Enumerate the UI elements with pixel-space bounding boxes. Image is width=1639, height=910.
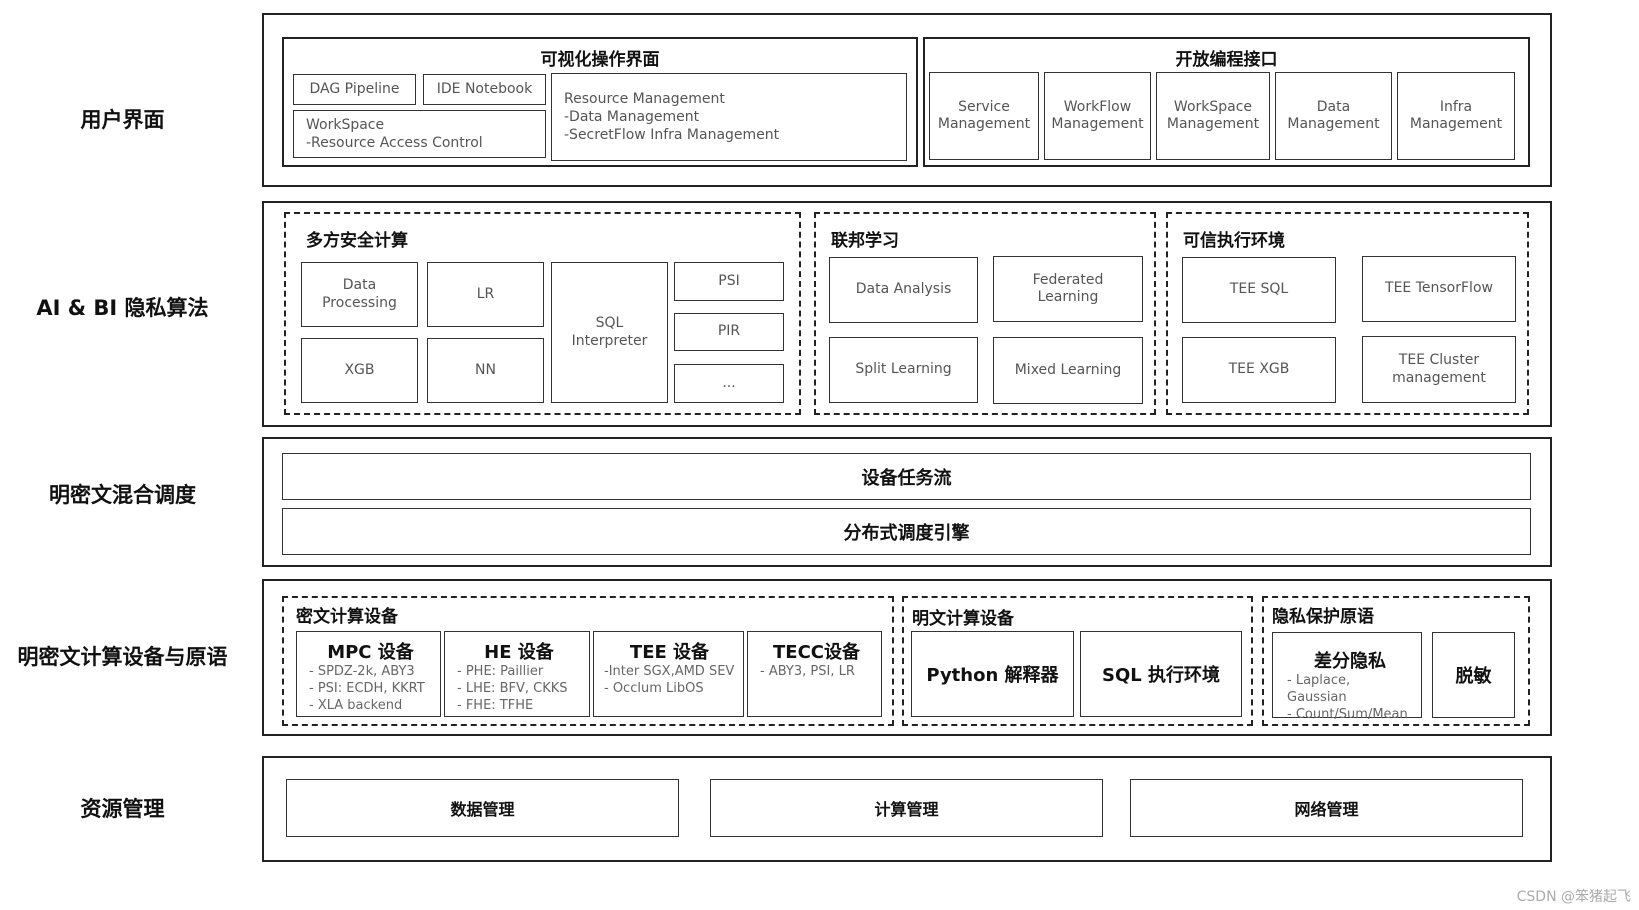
mpc-title: 多方安全计算 xyxy=(306,231,408,251)
tecc-device-lines: - ABY3, PSI, LR xyxy=(760,664,855,679)
data-management-box: Data Management xyxy=(1275,72,1392,160)
workflow-management-box: WorkFlow Management xyxy=(1044,72,1151,160)
network-management-bar: 网络管理 xyxy=(1130,779,1523,837)
plain-device-title: 明文计算设备 xyxy=(912,609,1014,629)
he-device-lines: - PHE: Paillier - LHE: BFV, CKKS - FHE: … xyxy=(457,664,568,713)
tee-xgb-box: TEE XGB xyxy=(1182,337,1336,403)
python-interpreter-box: Python 解释器 xyxy=(911,631,1074,717)
data-management-bar: 数据管理 xyxy=(286,779,679,837)
dag-pipeline-box: DAG Pipeline xyxy=(293,74,416,105)
tee-sql-box: TEE SQL xyxy=(1182,257,1336,323)
mpc-device-lines: - SPDZ-2k, ABY3 - PSI: ECDH, KKRT - XLA … xyxy=(309,664,425,713)
split-learning-box: Split Learning xyxy=(829,337,978,403)
scheduler-engine-bar: 分布式调度引擎 xyxy=(282,508,1531,555)
federated-group: 联邦学习 xyxy=(814,212,1156,415)
service-management-box: Service Management xyxy=(929,72,1039,160)
open-api-panel: 开放编程接口 xyxy=(923,37,1530,167)
more-box: ... xyxy=(674,364,784,403)
data-analysis-box: Data Analysis xyxy=(829,257,978,323)
visual-ui-panel: 可视化操作界面 xyxy=(282,37,918,167)
tee-device-lines: -Inter SGX,AMD SEV - Occlum LibOS xyxy=(604,664,735,696)
cipher-device-group: 密文计算设备 xyxy=(282,596,894,726)
mpc-group: 多方安全计算 xyxy=(284,212,801,415)
ui-layer-frame xyxy=(262,13,1552,187)
tee-tensorflow-box: TEE TensorFlow xyxy=(1362,256,1516,322)
he-device-box: HE 设备 - PHE: Paillier - LHE: BFV, CKKS -… xyxy=(444,631,590,717)
layer-label-resource: 资源管理 xyxy=(80,797,165,821)
mpc-device-box: MPC 设备 - SPDZ-2k, ABY3 - PSI: ECDH, KKRT… xyxy=(296,631,441,717)
watermark: CSDN @笨猪起飞 xyxy=(1516,889,1631,905)
schedule-layer-frame xyxy=(262,437,1552,567)
pir-box: PIR xyxy=(674,313,784,351)
sql-runtime-box: SQL 执行环境 xyxy=(1080,631,1242,717)
workspace-box: WorkSpace -Resource Access Control xyxy=(293,110,546,158)
federated-learning-box: Federated Learning xyxy=(993,256,1143,322)
resource-layer-frame xyxy=(262,756,1552,862)
nn-box: NN xyxy=(427,338,544,403)
resource-management-box: Resource Management -Data Management -Se… xyxy=(551,73,907,161)
cipher-device-title: 密文计算设备 xyxy=(296,607,398,627)
differential-privacy-head: 差分隐私 xyxy=(1314,651,1386,672)
xgb-box: XGB xyxy=(301,338,418,403)
tee-device-head: TEE 设备 xyxy=(629,642,710,663)
compute-management-bar: 计算管理 xyxy=(710,779,1103,837)
tecc-device-box: TECC设备 - ABY3, PSI, LR xyxy=(747,631,882,717)
sql-interpreter-box: SQL Interpreter xyxy=(551,262,668,403)
infra-management-box: Infra Management xyxy=(1397,72,1515,160)
mpc-device-head: MPC 设备 xyxy=(327,642,414,663)
tee-group: 可信执行环境 xyxy=(1166,212,1529,415)
ide-notebook-box: IDE Notebook xyxy=(423,74,546,105)
data-processing-box: Data Processing xyxy=(301,262,418,327)
differential-privacy-box: 差分隐私 - Laplace, Gaussian - Count/Sum/Mea… xyxy=(1272,632,1422,722)
layer-label-algo: AI & BI 隐私算法 xyxy=(36,296,209,320)
algo-layer-frame xyxy=(262,201,1552,427)
desensitization-box: 脱敏 xyxy=(1432,632,1515,718)
visual-ui-title: 可视化操作界面 xyxy=(540,50,660,70)
layer-label-schedule: 明密文混合调度 xyxy=(49,483,196,507)
layer-label-ui: 用户界面 xyxy=(80,108,165,132)
tee-device-box: TEE 设备 -Inter SGX,AMD SEV - Occlum LibOS xyxy=(593,631,744,717)
tecc-device-head: TECC设备 xyxy=(773,642,860,663)
privacy-primitive-group: 隐私保护原语 xyxy=(1262,596,1530,726)
workspace-management-box: WorkSpace Management xyxy=(1156,72,1270,160)
device-taskflow-bar: 设备任务流 xyxy=(282,453,1531,500)
differential-privacy-lines: - Laplace, Gaussian - Count/Sum/Mean xyxy=(1287,673,1408,722)
open-api-title: 开放编程接口 xyxy=(1175,50,1278,70)
lr-box: LR xyxy=(427,262,544,327)
plain-device-group: 明文计算设备 xyxy=(902,596,1253,726)
he-device-head: HE 设备 xyxy=(484,642,554,663)
tee-cluster-box: TEE Cluster management xyxy=(1362,336,1516,403)
layer-label-device: 明密文计算设备与原语 xyxy=(17,645,228,669)
psi-box: PSI xyxy=(674,262,784,301)
federated-title: 联邦学习 xyxy=(831,231,899,251)
device-layer-frame xyxy=(262,579,1552,736)
mixed-learning-box: Mixed Learning xyxy=(993,337,1143,404)
privacy-primitive-title: 隐私保护原语 xyxy=(1272,607,1374,627)
tee-title: 可信执行环境 xyxy=(1183,231,1285,251)
